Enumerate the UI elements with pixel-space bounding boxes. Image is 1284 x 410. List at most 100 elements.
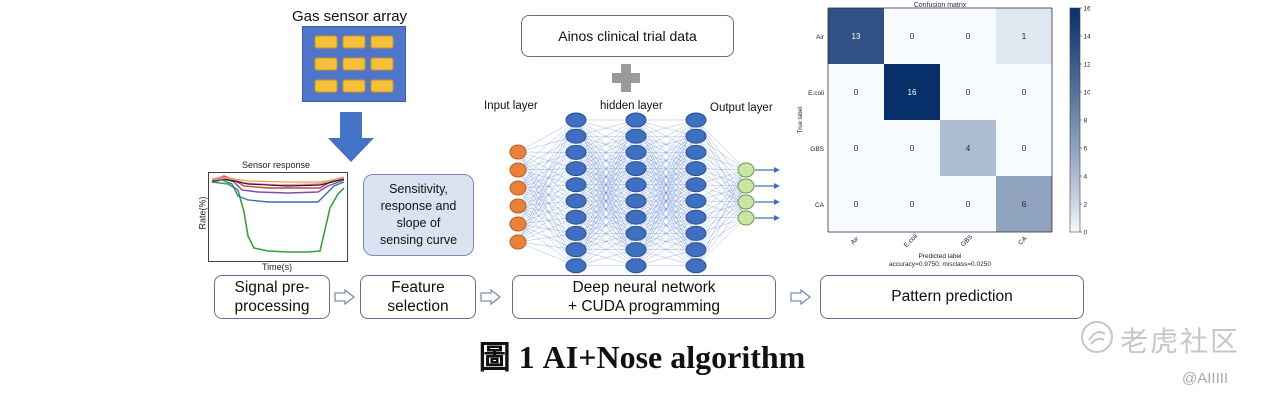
- network-edge: [575, 119, 637, 137]
- network-edge: [695, 169, 747, 202]
- step-line: Signal pre-: [234, 279, 310, 296]
- matrix-cell: [884, 176, 940, 232]
- network-edge: [635, 119, 697, 202]
- network-edge: [517, 168, 577, 225]
- colorbar-tick-label: 16: [1084, 6, 1091, 13]
- network-edge: [517, 241, 577, 266]
- network-edge: [517, 119, 577, 153]
- network-edge: [635, 152, 697, 266]
- network-edge: [517, 151, 577, 185]
- matrix-cell: [996, 120, 1052, 176]
- confusion-matrix-title: Confusion matrix: [914, 2, 967, 9]
- step-line: Pattern prediction: [891, 288, 1013, 305]
- colorbar: [1069, 7, 1081, 233]
- network-edge: [517, 205, 577, 234]
- colorbar-tick-label: 2: [1084, 202, 1088, 209]
- network-edge: [517, 119, 577, 189]
- network-node: [565, 193, 587, 209]
- tiger-logo-icon: [1081, 321, 1113, 353]
- colorbar-tick-label: 8: [1084, 118, 1088, 125]
- network-node: [509, 162, 527, 178]
- sensor-plot-ylabel: Rate(%): [197, 196, 208, 230]
- network-edge: [517, 184, 577, 225]
- network-edge: [517, 200, 577, 243]
- network-edge: [517, 200, 577, 225]
- network-edge: [635, 249, 697, 266]
- clinical-data-box: Ainos clinical trial data: [521, 15, 734, 57]
- network-edge: [635, 233, 697, 266]
- matrix-cell: [828, 8, 884, 64]
- network-edge: [695, 169, 747, 218]
- step-feature-selection: Feature selection: [360, 275, 476, 319]
- colorbar-tick-label: 14: [1084, 34, 1091, 41]
- output-arrow-head: [774, 167, 780, 173]
- network-edge: [575, 136, 637, 266]
- watermark: 老虎社区: [1080, 318, 1270, 358]
- network-node: [737, 162, 755, 178]
- network-node: [685, 128, 707, 144]
- matrix-row-label: E.coli: [808, 90, 824, 97]
- matrix-row-label: CA: [815, 202, 825, 209]
- matrix-cell-value: 0: [854, 144, 859, 153]
- network-edge: [517, 152, 577, 189]
- network-node: [625, 144, 647, 160]
- network-node: [509, 144, 527, 160]
- network-edge: [575, 119, 637, 250]
- network-edge: [575, 119, 637, 202]
- output-arrow-head: [774, 215, 780, 221]
- network-edge: [517, 136, 577, 171]
- network-edge: [635, 200, 697, 266]
- sensor-array-chip: [302, 26, 406, 102]
- network-node: [509, 216, 527, 232]
- matrix-accuracy-note: accuracy=0.9750; misclass=0.0250: [889, 261, 991, 268]
- sensor-plot-title: Sensor response: [242, 160, 311, 170]
- watermark-handle: @AIIIII: [1182, 370, 1229, 387]
- plus-icon: [612, 64, 640, 92]
- network-node: [565, 144, 587, 160]
- network-node: [625, 242, 647, 258]
- network-node: [625, 193, 647, 209]
- network-edge: [635, 119, 697, 153]
- network-edge: [517, 169, 577, 218]
- output-arrow-head: [774, 199, 780, 205]
- network-node: [565, 128, 587, 144]
- step-line: selection: [387, 298, 449, 315]
- matrix-cell: [996, 64, 1052, 120]
- matrix-cell: [940, 176, 996, 232]
- network-edge: [517, 223, 577, 266]
- network-edge: [695, 201, 747, 266]
- matrix-col-label: GBS: [960, 233, 975, 248]
- matrix-cell-value: 0: [1022, 144, 1027, 153]
- network-node: [685, 209, 707, 225]
- network-edge: [575, 119, 637, 169]
- network-edges: [517, 119, 747, 266]
- colorbar-tick-label: 6: [1084, 146, 1088, 153]
- matrix-cell-value: 0: [966, 200, 971, 209]
- step-line: + CUDA programming: [567, 298, 721, 315]
- sensor-array-cells: [314, 35, 394, 93]
- colorbar-tick-label: 12: [1084, 62, 1091, 69]
- network-node: [685, 225, 707, 241]
- matrix-cell: [884, 64, 940, 120]
- neural-network-diagram: [509, 112, 780, 274]
- network-node: [685, 161, 707, 177]
- network-node: [685, 258, 707, 274]
- matrix-cell-value: 0: [966, 32, 971, 41]
- network-edge: [517, 119, 577, 243]
- network-edge: [517, 187, 577, 218]
- network-edge: [695, 136, 747, 171]
- network-node: [565, 225, 587, 241]
- network-node: [565, 209, 587, 225]
- output-layer-label: Output layer: [710, 102, 773, 114]
- network-edge: [575, 200, 637, 266]
- network-edge: [517, 119, 577, 171]
- network-edge: [695, 119, 747, 171]
- network-edge: [517, 151, 577, 218]
- network-edge: [635, 184, 697, 266]
- matrix-cell-value: 4: [966, 144, 971, 153]
- network-node: [625, 161, 647, 177]
- network-node: [737, 210, 755, 226]
- matrix-cell: [940, 64, 996, 120]
- matrix-cell: [828, 64, 884, 120]
